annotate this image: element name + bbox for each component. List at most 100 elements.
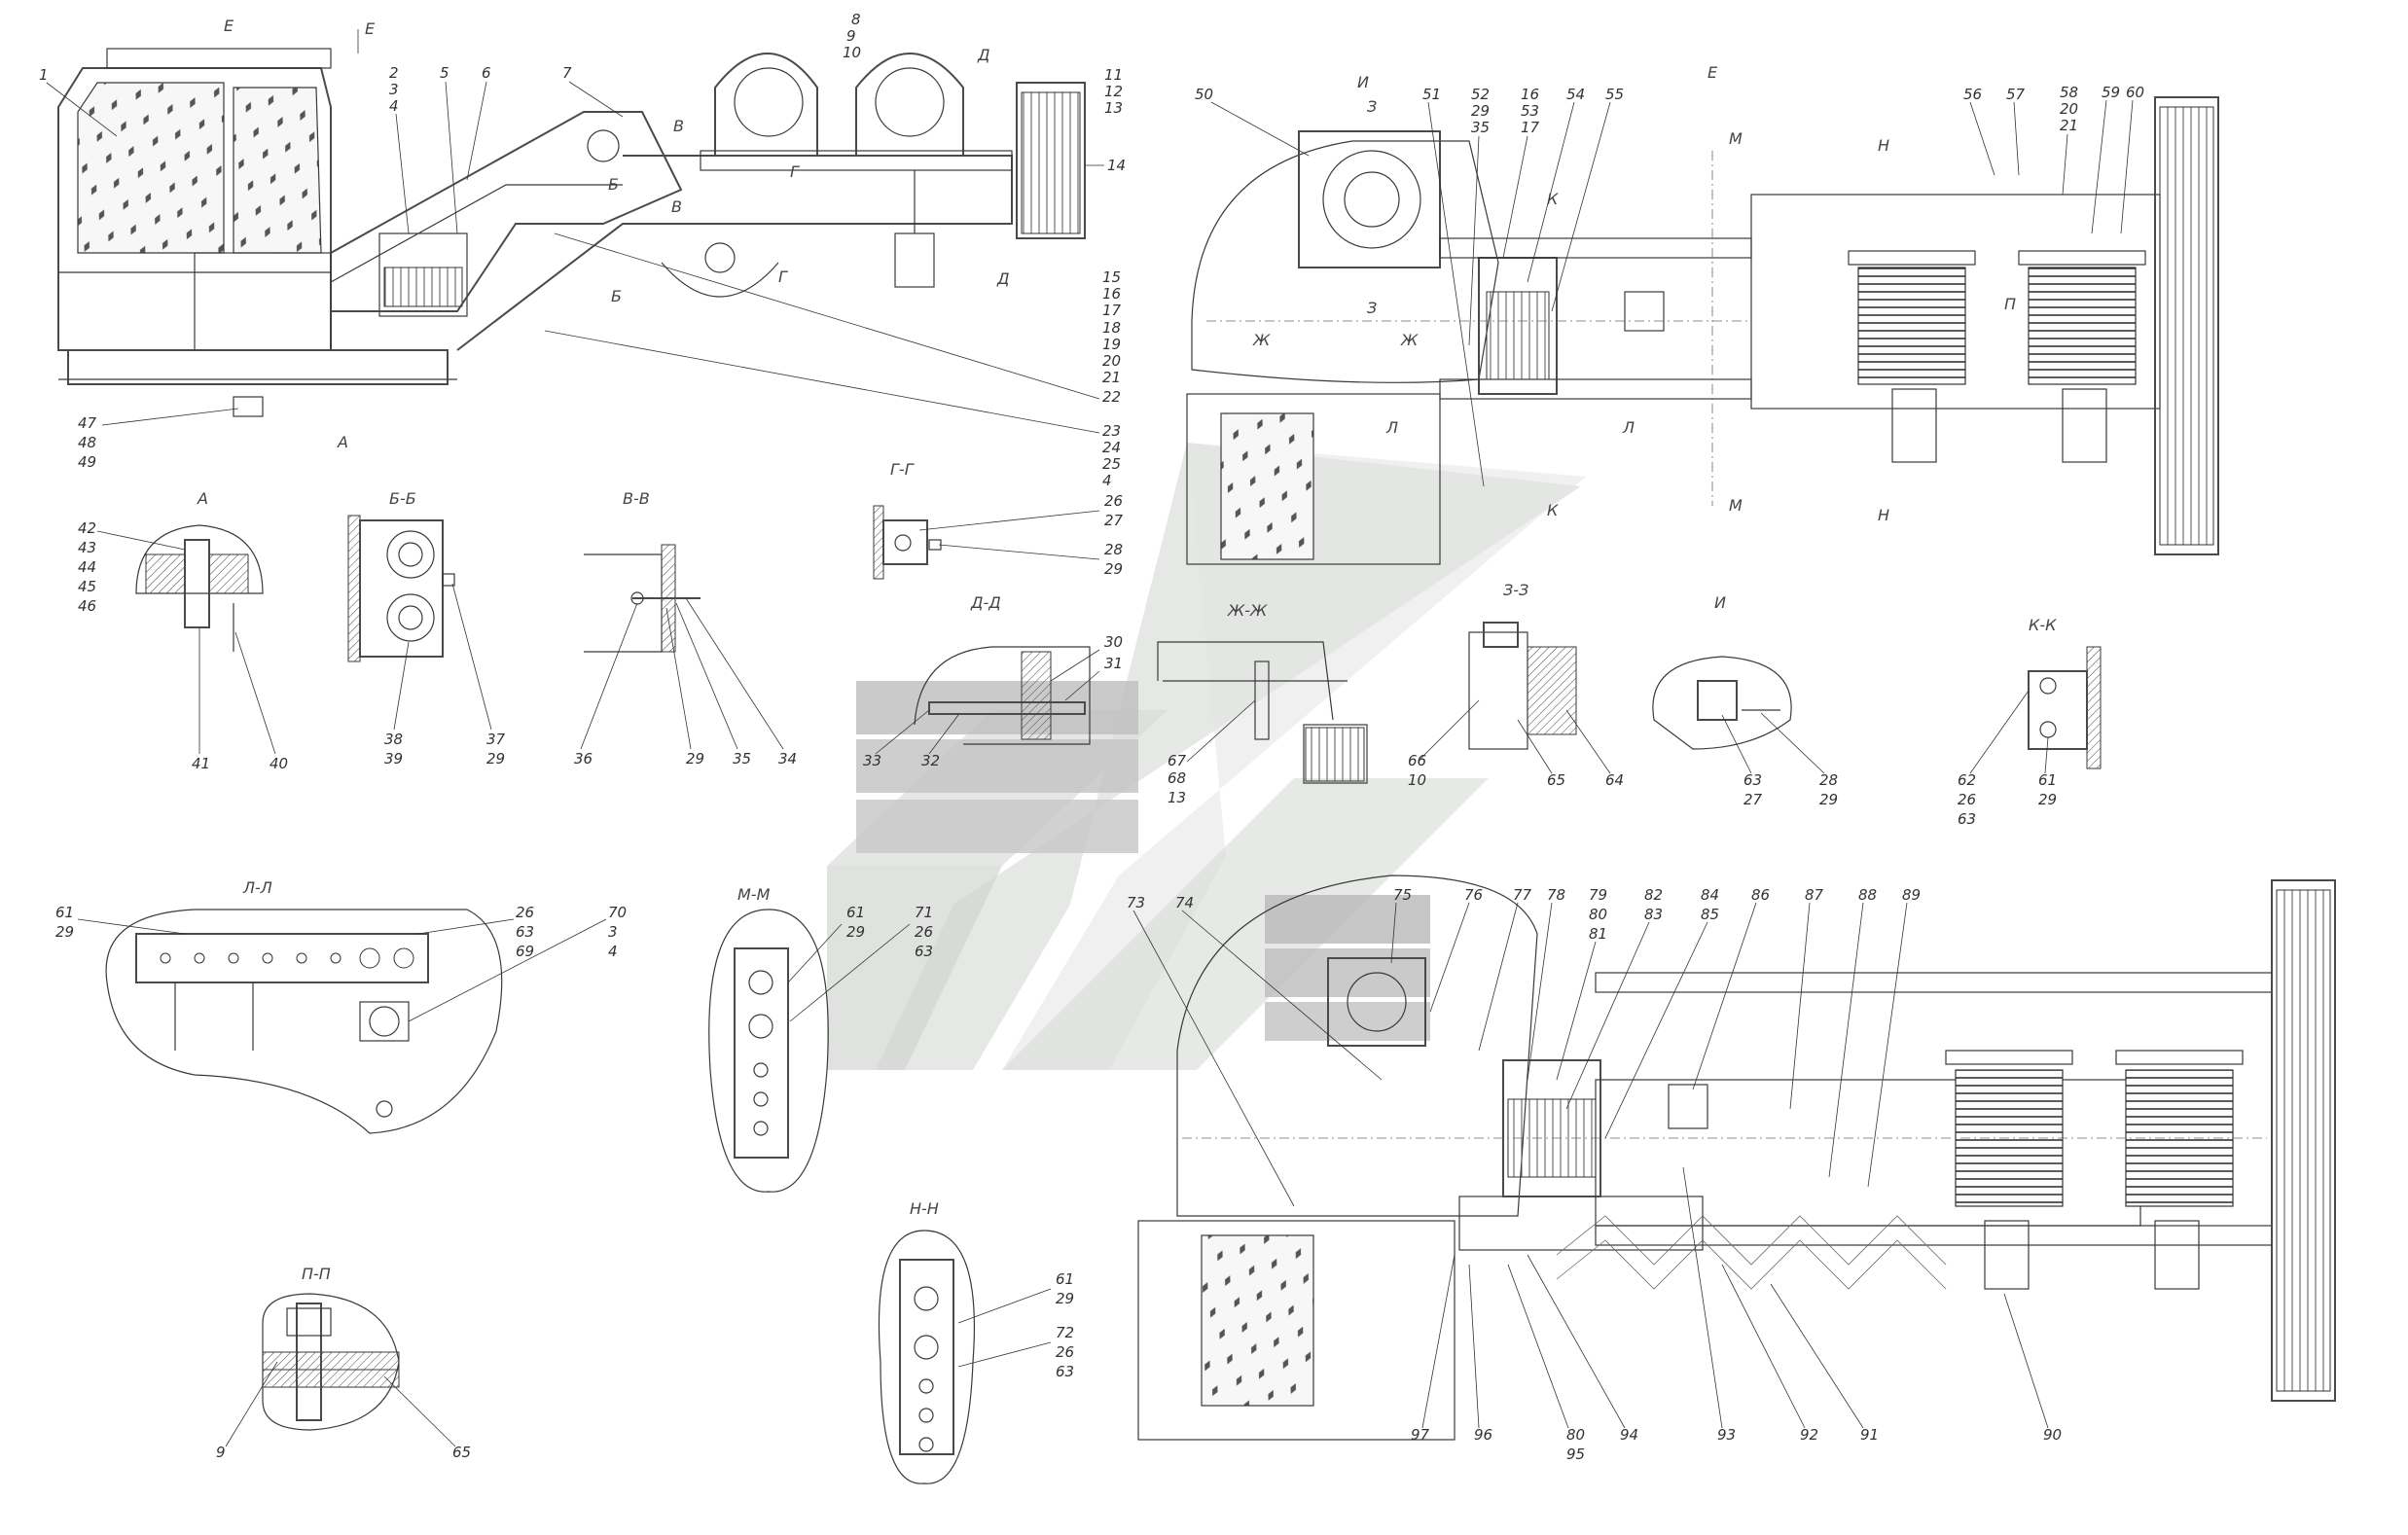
callout-70: 70 xyxy=(608,904,627,921)
callout-55: 55 xyxy=(1605,86,1624,103)
callout-65b: 65 xyxy=(452,1444,471,1461)
callout-61b: 61 xyxy=(55,904,74,921)
marker-l2: Л xyxy=(1622,418,1635,437)
title-i: И xyxy=(1714,593,1726,612)
callout-13: 13 xyxy=(1104,99,1123,117)
callout-36: 36 xyxy=(574,750,593,768)
callout-63: 63 xyxy=(1743,771,1762,789)
marker-b1: Б xyxy=(608,175,619,194)
callout-49: 49 xyxy=(78,453,96,471)
callout-5: 5 xyxy=(440,64,449,82)
callout-23: 23 xyxy=(1102,422,1121,440)
callout-4c: 4 xyxy=(608,943,618,960)
title-ll: Л-Л xyxy=(242,878,272,897)
callout-9: 9 xyxy=(846,27,856,45)
callout-97: 97 xyxy=(1411,1426,1430,1444)
callout-66: 66 xyxy=(1408,752,1426,769)
title-pp: П-П xyxy=(302,1265,331,1283)
callout-81: 81 xyxy=(1589,925,1607,943)
callout-74: 74 xyxy=(1175,894,1194,911)
callout-25: 25 xyxy=(1102,455,1121,473)
callout-43: 43 xyxy=(78,539,96,556)
watermark-logo xyxy=(827,443,1586,1070)
marker-b2: Б xyxy=(611,287,622,305)
callout-2: 2 xyxy=(389,64,399,82)
marker-d1: Д xyxy=(977,46,990,64)
callout-69: 69 xyxy=(516,943,534,960)
callout-24: 24 xyxy=(1102,439,1121,456)
callout-14: 14 xyxy=(1107,157,1126,174)
callout-94: 94 xyxy=(1620,1426,1638,1444)
callout-63c: 63 xyxy=(516,923,534,941)
callout-18: 18 xyxy=(1102,319,1121,337)
marker-k2: К xyxy=(1547,501,1559,519)
callout-47: 47 xyxy=(78,414,97,432)
callout-37: 37 xyxy=(486,731,506,748)
callout-34: 34 xyxy=(778,750,797,768)
callout-40: 40 xyxy=(270,755,288,772)
marker-zh2: Ж xyxy=(1400,331,1419,349)
callout-91: 91 xyxy=(1860,1426,1879,1444)
section-a: А 42 43 44 45 46 41 40 xyxy=(78,489,288,772)
title-e-plan: Е xyxy=(1707,63,1718,82)
marker-zh1: Ж xyxy=(1252,331,1271,349)
callout-92: 92 xyxy=(1800,1426,1818,1444)
callout-35a: 35 xyxy=(1471,119,1490,136)
callout-60: 60 xyxy=(2126,84,2144,101)
title-gg: Г-Г xyxy=(890,460,915,479)
callout-54: 54 xyxy=(1566,86,1585,103)
callout-15: 15 xyxy=(1102,268,1121,286)
callout-27: 27 xyxy=(1104,512,1124,529)
section-kk: К-К 62 26 63 61 29 xyxy=(1958,616,2102,828)
callouts-side-view: 1 2 3 4 5 6 7 8 9 10 11 12 13 14 15 16 1… xyxy=(39,11,1126,489)
plan-view-e: Е xyxy=(1186,63,2219,565)
callout-59: 59 xyxy=(2102,84,2120,101)
callout-67: 67 xyxy=(1168,752,1187,769)
callout-1: 1 xyxy=(39,66,49,84)
callout-48: 48 xyxy=(78,434,96,451)
title-bb: Б-Б xyxy=(389,489,416,508)
title-kk: К-К xyxy=(2029,616,2057,634)
callout-29e: 29 xyxy=(1819,791,1838,808)
callout-96: 96 xyxy=(1474,1426,1492,1444)
marker-v2: В xyxy=(671,197,682,216)
callout-26c: 26 xyxy=(516,904,534,921)
title-vv: В-В xyxy=(623,489,650,508)
marker-m1: М xyxy=(1729,129,1743,148)
callout-3: 3 xyxy=(389,81,399,98)
callout-32: 32 xyxy=(921,752,940,769)
section-mm: М-М 61 29 71 26 63 xyxy=(708,885,933,1193)
callout-76: 76 xyxy=(1464,886,1483,904)
callout-63e: 63 xyxy=(1056,1363,1074,1380)
title-e-top: Е xyxy=(224,17,234,35)
callout-38: 38 xyxy=(384,731,403,748)
marker-p1: П xyxy=(2004,295,2016,313)
marker-n2: Н xyxy=(1878,506,1889,524)
callout-7: 7 xyxy=(562,64,572,82)
callout-80b: 80 xyxy=(1566,1426,1585,1444)
callout-26e: 26 xyxy=(1056,1343,1074,1361)
callout-16: 16 xyxy=(1102,285,1121,303)
callout-61c: 61 xyxy=(846,904,865,921)
callout-53: 53 xyxy=(1521,102,1539,120)
callout-39: 39 xyxy=(384,750,403,768)
callout-4: 4 xyxy=(389,97,399,115)
marker-z1: З xyxy=(1367,97,1377,116)
side-view-cab-boom xyxy=(57,48,1086,417)
callout-26: 26 xyxy=(1104,492,1123,510)
callout-57: 57 xyxy=(2006,86,2026,103)
callout-11: 11 xyxy=(1104,66,1123,84)
callout-61d: 61 xyxy=(1056,1270,1074,1288)
callout-87: 87 xyxy=(1805,886,1824,904)
callout-3b: 3 xyxy=(608,923,618,941)
callout-33: 33 xyxy=(863,752,881,769)
title-mm: М-М xyxy=(737,885,771,904)
callout-29f: 29 xyxy=(2038,791,2057,808)
marker-k1: К xyxy=(1547,190,1559,208)
callout-77: 77 xyxy=(1513,886,1532,904)
bottom-plan-view xyxy=(1137,875,2336,1441)
callout-80: 80 xyxy=(1589,906,1607,923)
callout-12: 12 xyxy=(1104,83,1123,100)
callout-89: 89 xyxy=(1902,886,1921,904)
